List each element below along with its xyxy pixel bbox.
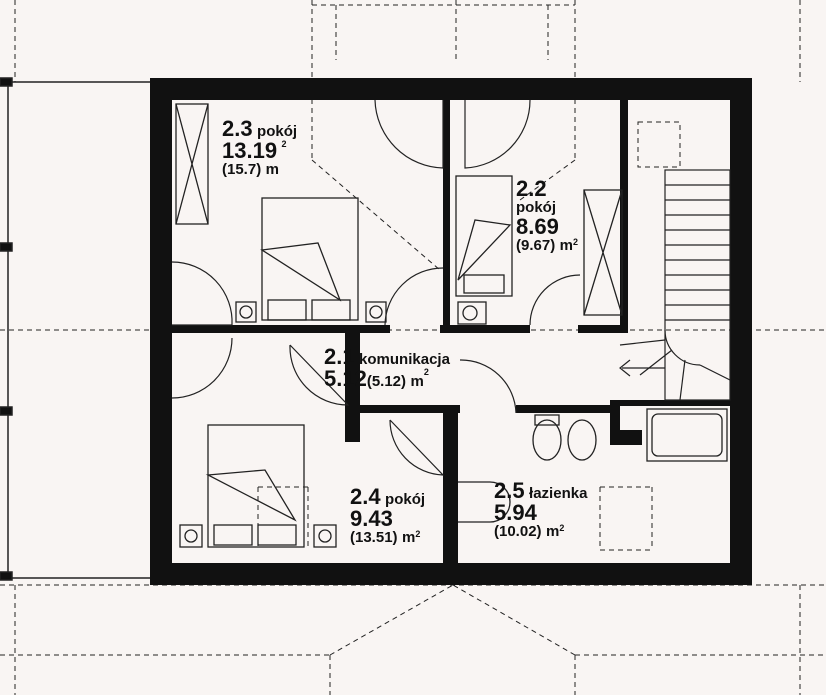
room-area: 13.19 (222, 138, 278, 163)
room-number: 2.3 (222, 116, 253, 141)
room-number: 2.4 (350, 484, 381, 509)
room-number: 2.2 (516, 176, 547, 201)
unit: m (401, 529, 416, 546)
unit: m (265, 161, 279, 178)
room-label-2-2: 2.2 pokój 8.69 (9.67) m2 (516, 178, 578, 254)
room-name: pokój (516, 199, 556, 216)
balcony (0, 77, 150, 581)
room-name: pokój (385, 491, 426, 508)
doors (171, 99, 581, 476)
room-area: 5.94 (494, 500, 537, 525)
stairs (619, 169, 731, 401)
unit: m (410, 373, 424, 390)
room-name: łazienka (529, 485, 588, 502)
room-name: pokój (257, 123, 298, 140)
unit: m (545, 523, 560, 540)
room-gross-area: (5.12) (366, 373, 407, 390)
room-label-2-1: 2.1 komunikacja 5.12(5.12) m2 (324, 346, 450, 390)
room-area: 9.43 (350, 506, 393, 531)
room-number: 2.1 (324, 344, 355, 369)
room-gross-area: (9.67) (516, 237, 556, 254)
room-gross-area: (10.02) (494, 523, 542, 540)
unit-power: 2 (423, 367, 429, 377)
room-gross-area: (13.51) (350, 529, 398, 546)
unit-power: 2 (281, 139, 287, 149)
room-gross-area: (15.7) (222, 161, 262, 178)
room-area: 5.12 (324, 366, 367, 391)
unit-power: 2 (559, 523, 565, 533)
room-label-2-5: 2.5 łazienka 5.94 (10.02) m2 (494, 480, 587, 540)
furniture (175, 103, 728, 548)
unit-power: 2 (572, 237, 578, 247)
room-number: 2.5 (494, 478, 525, 503)
walls (150, 78, 752, 585)
room-name: komunikacja (359, 351, 450, 368)
unit: m (559, 237, 573, 254)
room-area: 8.69 (516, 214, 559, 239)
unit-power: 2 (415, 529, 421, 539)
room-label-2-3: 2.3 pokój 13.19 2 (15.7) m (222, 118, 297, 178)
room-label-2-4: 2.4 pokój 9.43 (13.51) m2 (350, 486, 425, 546)
